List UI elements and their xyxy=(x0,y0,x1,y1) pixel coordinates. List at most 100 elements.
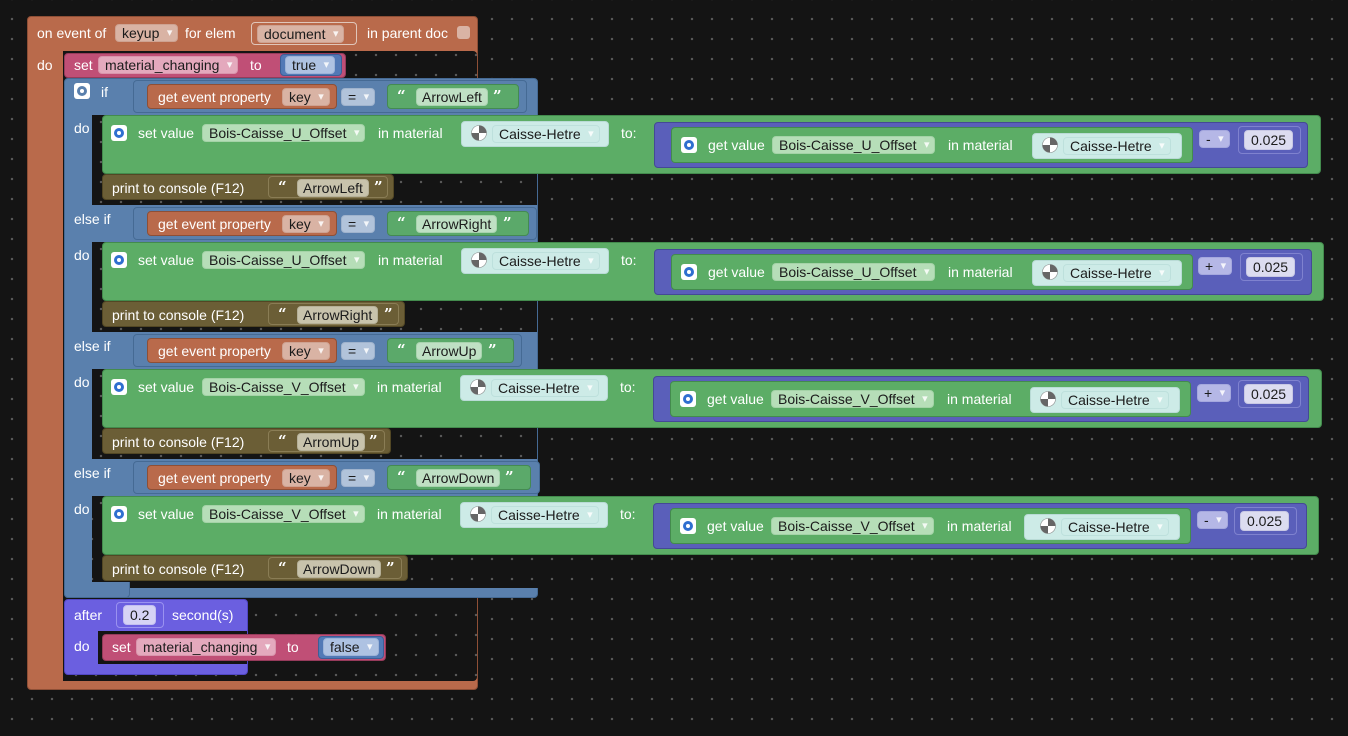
amount-field-4[interactable]: 0.025 xyxy=(1240,511,1290,531)
boolean-dropdown-false[interactable]: false xyxy=(323,638,379,656)
material-icon xyxy=(470,379,486,395)
compare-text-4[interactable]: ArrowDown xyxy=(416,469,501,487)
compare-text-2[interactable]: ArrowRight xyxy=(416,215,498,233)
material-dropdown-3[interactable]: Caisse-Hetre xyxy=(491,379,599,397)
mutator-gear-icon[interactable] xyxy=(74,83,90,99)
set-label: set xyxy=(74,57,93,73)
close-quote-icon: ” xyxy=(503,214,512,232)
amount-field-2[interactable]: 0.025 xyxy=(1246,257,1296,277)
seconds-label: second(s) xyxy=(172,607,234,623)
math-operator-dropdown-4[interactable]: - xyxy=(1197,511,1228,529)
material-icon xyxy=(1040,391,1056,407)
gear-icon[interactable] xyxy=(681,137,697,153)
to-label-bottom: to xyxy=(287,639,299,655)
open-quote-icon: “ xyxy=(397,214,406,232)
close-quote-icon: ” xyxy=(493,87,502,105)
parameter-dropdown-3[interactable]: Bois-Caisse_V_Offset xyxy=(202,378,365,396)
print-text-4[interactable]: ArrowDown xyxy=(297,560,382,578)
gear-icon[interactable] xyxy=(111,379,127,395)
amount-field-3[interactable]: 0.025 xyxy=(1244,384,1294,404)
get-material-dropdown-2[interactable]: Caisse-Hetre xyxy=(1063,264,1171,282)
close-quote-icon: ” xyxy=(505,468,514,486)
get-in-material-label-1: in material xyxy=(948,137,1013,153)
to-label-3: to: xyxy=(620,379,636,395)
compare-text-1[interactable]: ArrowLeft xyxy=(416,88,488,106)
in-material-label-1: in material xyxy=(378,125,443,141)
amount-field-1[interactable]: 0.025 xyxy=(1244,130,1294,150)
material-icon xyxy=(471,125,487,141)
math-operator-dropdown-2[interactable]: + xyxy=(1198,257,1233,275)
get-material-dropdown-3[interactable]: Caisse-Hetre xyxy=(1061,391,1169,409)
material-dropdown-4[interactable]: Caisse-Hetre xyxy=(491,506,599,524)
gear-icon[interactable] xyxy=(680,518,696,534)
gear-icon[interactable] xyxy=(111,506,127,522)
if-block-foot xyxy=(64,582,130,598)
after-do-label: do xyxy=(74,638,90,654)
elem-dropdown[interactable]: document xyxy=(257,25,345,43)
print-text-3[interactable]: ArromUp xyxy=(297,433,366,451)
close-quote-icon: ” xyxy=(488,341,497,359)
close-quote-icon: ” xyxy=(374,178,383,196)
gear-icon[interactable] xyxy=(111,252,127,268)
parameter-dropdown-4[interactable]: Bois-Caisse_V_Offset xyxy=(202,505,365,523)
get-in-material-label-4: in material xyxy=(947,518,1012,534)
math-operator-dropdown-3[interactable]: + xyxy=(1197,384,1232,402)
get-parameter-dropdown-3[interactable]: Bois-Caisse_V_Offset xyxy=(771,390,934,408)
print-text-2[interactable]: ArrowRight xyxy=(297,306,379,324)
else-if-label-3: else if xyxy=(74,338,111,354)
gear-icon[interactable] xyxy=(680,391,696,407)
open-quote-icon: “ xyxy=(397,468,406,486)
event-property-dropdown-4[interactable]: key xyxy=(282,469,330,487)
compare-operator-dropdown-1[interactable]: = xyxy=(341,88,376,106)
boolean-dropdown-true[interactable]: true xyxy=(285,56,336,74)
if-do-label-4: do xyxy=(74,501,90,517)
get-material-dropdown-4[interactable]: Caisse-Hetre xyxy=(1061,518,1169,536)
delay-field[interactable]: 0.2 xyxy=(123,605,157,625)
material-dropdown-2[interactable]: Caisse-Hetre xyxy=(492,252,600,270)
for-elem-label: for elem xyxy=(185,25,236,41)
print-text-1[interactable]: ArrowLeft xyxy=(297,179,369,197)
event-property-dropdown-3[interactable]: key xyxy=(282,342,330,360)
else-if-label-4: else if xyxy=(74,465,111,481)
compare-text-3[interactable]: ArrowUp xyxy=(416,342,483,360)
parameter-dropdown-1[interactable]: Bois-Caisse_U_Offset xyxy=(202,124,366,142)
event-property-dropdown-1[interactable]: key xyxy=(282,88,330,106)
gear-icon[interactable] xyxy=(681,264,697,280)
compare-operator-dropdown-2[interactable]: = xyxy=(341,215,376,233)
get-in-material-label-3: in material xyxy=(947,391,1012,407)
material-icon xyxy=(1042,137,1058,153)
open-quote-icon: “ xyxy=(397,341,406,359)
close-quote-icon: ” xyxy=(384,305,393,323)
gear-icon[interactable] xyxy=(111,125,127,141)
variable-dropdown-top[interactable]: material_changing xyxy=(98,56,239,74)
compare-operator-dropdown-3[interactable]: = xyxy=(341,342,376,360)
if-do-label-3: do xyxy=(74,374,90,390)
if-label: if xyxy=(101,84,108,100)
in-parent-doc-checkbox[interactable] xyxy=(457,26,470,39)
if-do-label-1: do xyxy=(74,120,90,136)
get-parameter-dropdown-4[interactable]: Bois-Caisse_V_Offset xyxy=(771,517,934,535)
open-quote-icon: “ xyxy=(278,178,287,196)
parameter-dropdown-2[interactable]: Bois-Caisse_U_Offset xyxy=(202,251,366,269)
variable-dropdown-bottom[interactable]: material_changing xyxy=(136,638,277,656)
material-icon xyxy=(1042,264,1058,280)
compare-operator-dropdown-4[interactable]: = xyxy=(341,469,376,487)
after-label: after xyxy=(74,607,103,623)
get-event-property-label-2: get event property xyxy=(158,216,271,232)
get-parameter-dropdown-1[interactable]: Bois-Caisse_U_Offset xyxy=(772,136,936,154)
to-label: to xyxy=(250,57,262,73)
event-type-dropdown[interactable]: keyup xyxy=(115,24,179,42)
print-label-2: print to console (F12) xyxy=(112,307,245,323)
set-label-bottom: set xyxy=(112,639,131,655)
print-label-1: print to console (F12) xyxy=(112,180,245,196)
event-property-dropdown-2[interactable]: key xyxy=(282,215,330,233)
set-value-label-3: set value xyxy=(138,379,195,395)
in-material-label-4: in material xyxy=(377,506,442,522)
math-operator-dropdown-1[interactable]: - xyxy=(1199,130,1230,148)
get-parameter-dropdown-2[interactable]: Bois-Caisse_U_Offset xyxy=(772,263,936,281)
in-material-label-2: in material xyxy=(378,252,443,268)
open-quote-icon: “ xyxy=(278,305,287,323)
get-material-dropdown-1[interactable]: Caisse-Hetre xyxy=(1063,137,1171,155)
in-parent-doc-label: in parent doc xyxy=(367,25,448,41)
material-dropdown-1[interactable]: Caisse-Hetre xyxy=(492,125,600,143)
